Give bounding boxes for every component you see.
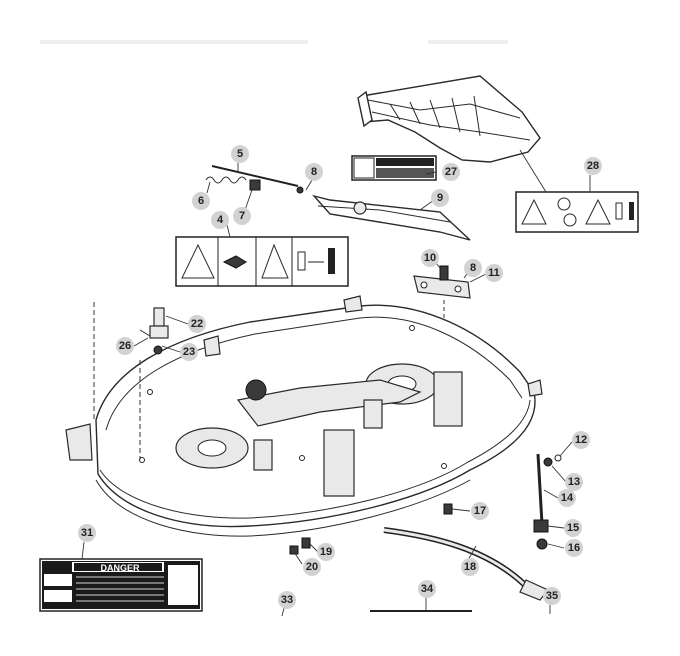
wheel-pin — [139, 307, 169, 355]
callout-11: 11 — [485, 264, 503, 282]
belt-strip — [383, 527, 549, 601]
decal-27 — [351, 155, 437, 181]
svg-text:4: 4 — [217, 214, 224, 226]
svg-text:17: 17 — [474, 505, 486, 517]
mower-deck — [65, 295, 543, 537]
callout-20: 20 — [303, 558, 321, 576]
callout-16: 16 — [565, 539, 583, 557]
decal-31-danger: DANGER — [39, 558, 203, 612]
callout-28: 28 — [584, 157, 602, 175]
svg-text:7: 7 — [239, 210, 245, 222]
svg-text:11: 11 — [488, 267, 500, 279]
callout-23: 23 — [180, 343, 198, 361]
svg-text:16: 16 — [568, 542, 580, 554]
callout-31: 31 — [78, 524, 96, 542]
header-bar-left — [40, 40, 308, 44]
deflector — [311, 194, 471, 241]
svg-text:8: 8 — [470, 262, 476, 274]
lift-rod — [533, 453, 562, 550]
svg-text:8: 8 — [311, 166, 317, 178]
callout-5: 5 — [231, 145, 249, 163]
svg-text:9: 9 — [437, 192, 443, 204]
callout-15: 15 — [564, 519, 582, 537]
callout-33: 33 — [278, 591, 296, 609]
callout-4: 4 — [211, 211, 229, 229]
callout-7: 7 — [233, 207, 251, 225]
svg-text:20: 20 — [306, 561, 318, 573]
danger-heading: DANGER — [100, 563, 140, 573]
callout-22: 22 — [188, 315, 206, 333]
svg-text:6: 6 — [198, 195, 204, 207]
decal-4 — [175, 236, 349, 287]
callout-34: 34 — [418, 580, 436, 598]
callout-35: 35 — [543, 587, 561, 605]
svg-text:13: 13 — [568, 476, 580, 488]
svg-text:35: 35 — [546, 590, 558, 602]
linkage-rod — [205, 165, 304, 194]
callout-8-bracket: 8 — [464, 259, 482, 277]
svg-text:14: 14 — [561, 492, 574, 504]
svg-text:19: 19 — [320, 546, 332, 558]
svg-text:23: 23 — [183, 346, 195, 358]
callout-13: 13 — [565, 473, 583, 491]
bracket — [413, 265, 471, 299]
callout-6: 6 — [192, 192, 210, 210]
svg-text:18: 18 — [464, 561, 476, 573]
header-bar-right — [428, 40, 508, 44]
svg-text:33: 33 — [281, 594, 293, 606]
svg-text:15: 15 — [567, 522, 579, 534]
svg-text:26: 26 — [119, 340, 131, 352]
callout-12: 12 — [572, 431, 590, 449]
svg-text:12: 12 — [575, 434, 587, 446]
callout-17: 17 — [471, 502, 489, 520]
callout-10: 10 — [421, 249, 439, 267]
svg-text:5: 5 — [237, 148, 243, 160]
callout-27: 27 — [442, 163, 460, 181]
callout-8-top: 8 — [305, 163, 323, 181]
svg-text:34: 34 — [421, 583, 434, 595]
svg-text:22: 22 — [191, 318, 203, 330]
callout-9: 9 — [431, 189, 449, 207]
callout-26: 26 — [116, 337, 134, 355]
svg-text:31: 31 — [81, 527, 93, 539]
svg-text:10: 10 — [424, 252, 436, 264]
callout-14: 14 — [558, 489, 576, 507]
svg-text:28: 28 — [587, 160, 599, 172]
callout-19: 19 — [317, 543, 335, 561]
svg-text:27: 27 — [445, 166, 457, 178]
discharge-chute — [357, 75, 541, 163]
callout-18: 18 — [461, 558, 479, 576]
decal-28 — [515, 149, 639, 233]
